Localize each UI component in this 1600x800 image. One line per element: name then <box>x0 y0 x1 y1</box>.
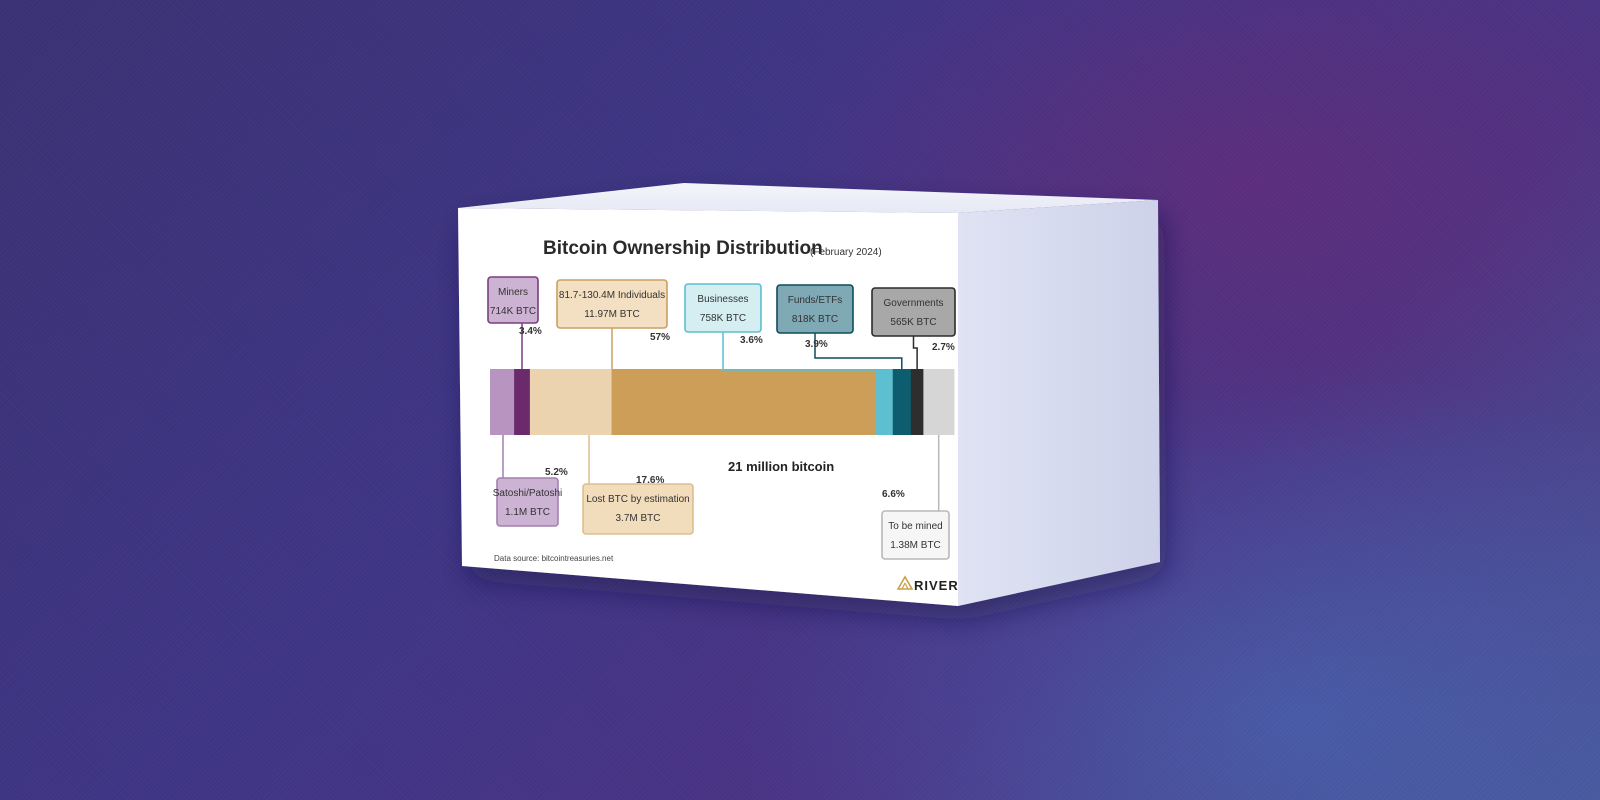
segment-name-businesses: Businesses <box>697 294 748 305</box>
bar-segment-funds-etfs <box>892 369 912 435</box>
segment-percent-businesses: 3.6% <box>740 335 763 346</box>
segment-name-81-7-130-4m-individuals: 81.7-130.4M Individuals <box>559 290 665 301</box>
bar-segment-lost-btc-by-estimation <box>529 369 612 435</box>
callout-box-to-be-mined <box>881 510 950 560</box>
callout-box-businesses <box>684 283 762 333</box>
bar-segment-81-7-130-4m-individuals <box>611 369 877 435</box>
segment-percent-81-7-130-4m-individuals: 57% <box>650 332 670 343</box>
chart-subtitle: (February 2024) <box>810 247 882 258</box>
segment-percent-lost-btc-by-estimation: 17.6% <box>636 475 664 486</box>
data-source: Data source: bitcointreasuries.net <box>494 554 614 563</box>
bar-segment-to-be-mined <box>923 369 955 435</box>
connector-lines <box>502 323 940 511</box>
connector-governments <box>912 336 918 369</box>
box-top-face <box>458 183 1158 213</box>
segment-value-to-be-mined: 1.38M BTC <box>890 540 941 551</box>
bar-segment-satoshi-patoshi <box>490 369 515 435</box>
river-wordmark: RIVER <box>914 578 959 593</box>
callout-satoshi-patoshi: Satoshi/Patoshi 1.1M BTC 5.2% <box>493 467 568 527</box>
callout-lost-btc-by-estimation: Lost BTC by estimation 3.7M BTC 17.6% <box>582 475 694 535</box>
river-logo: RIVER <box>896 575 959 593</box>
segment-value-governments: 565K BTC <box>890 317 936 328</box>
segment-percent-to-be-mined: 6.6% <box>882 489 905 500</box>
segment-percent-satoshi-patoshi: 5.2% <box>545 467 568 478</box>
segment-name-miners: Miners <box>498 287 528 298</box>
callout-miners: Miners 714K BTC 3.4% <box>487 276 542 337</box>
segment-percent-funds-etfs: 3.9% <box>805 339 828 350</box>
segment-value-lost-btc-by-estimation: 3.7M BTC <box>615 513 660 524</box>
callout-box-81-7-130-4m-individuals <box>556 279 668 329</box>
callout-box-satoshi-patoshi <box>496 477 559 527</box>
total-label: 21 million bitcoin <box>728 459 834 474</box>
callout-box-governments <box>871 287 956 337</box>
chart-title: Bitcoin Ownership Distribution <box>543 238 823 259</box>
callout-box-funds-etfs <box>776 284 854 334</box>
bar-segment-governments <box>910 369 924 435</box>
segment-value-funds-etfs: 818K BTC <box>792 314 838 325</box>
segment-name-lost-btc-by-estimation: Lost BTC by estimation <box>586 494 689 505</box>
connector-businesses <box>722 332 886 371</box>
segment-value-miners: 714K BTC <box>490 306 536 317</box>
bar-segment-miners <box>514 369 531 435</box>
callout-box-miners <box>487 276 539 324</box>
segment-name-satoshi-patoshi: Satoshi/Patoshi <box>493 488 563 499</box>
stacked-bar <box>490 369 955 435</box>
callout-81-7-130-4m-individuals: 81.7-130.4M Individuals 11.97M BTC 57% <box>556 279 670 343</box>
chart-area: Bitcoin Ownership Distribution (February… <box>487 238 959 593</box>
segment-value-businesses: 758K BTC <box>700 313 746 324</box>
river-mountain-icon <box>896 575 914 590</box>
segment-name-governments: Governments <box>883 298 943 309</box>
callout-box-lost-btc-by-estimation <box>582 483 694 535</box>
segment-name-funds-etfs: Funds/ETFs <box>788 295 842 306</box>
segment-labels: Satoshi/Patoshi 1.1M BTC 5.2% Miners 714K BT… <box>487 276 956 560</box>
segment-value-satoshi-patoshi: 1.1M BTC <box>505 507 550 518</box>
box-side-face <box>958 200 1160 606</box>
callout-businesses: Businesses 758K BTC 3.6% <box>684 283 763 346</box>
segment-value-81-7-130-4m-individuals: 11.97M BTC <box>584 309 639 320</box>
callout-funds-etfs: Funds/ETFs 818K BTC 3.9% <box>776 284 854 350</box>
bar-segment-businesses <box>876 369 894 435</box>
connector-funds-etfs <box>814 333 903 369</box>
callout-to-be-mined: To be mined 1.38M BTC 6.6% <box>881 489 950 560</box>
segment-percent-miners: 3.4% <box>519 326 542 337</box>
callout-governments: Governments 565K BTC 2.7% <box>871 287 956 353</box>
segment-percent-governments: 2.7% <box>932 342 955 353</box>
segment-name-to-be-mined: To be mined <box>888 521 942 532</box>
